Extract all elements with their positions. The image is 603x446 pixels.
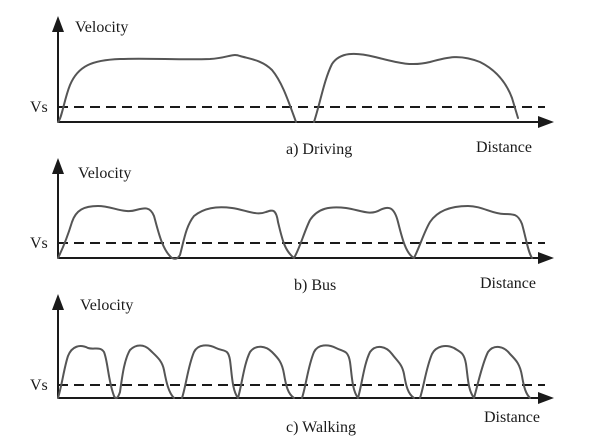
velocity-curve	[57, 205, 533, 260]
x-axis-arrow	[538, 392, 554, 404]
velocity-curve	[57, 344, 531, 400]
x-axis-arrow	[538, 252, 554, 264]
y-axis-arrow	[52, 294, 64, 310]
y-axis-label: Velocity	[75, 19, 128, 36]
panel-walking: Velocity Vs c) Walking Distance	[30, 294, 554, 436]
y-axis-label: Velocity	[80, 297, 133, 314]
x-axis-arrow	[538, 116, 554, 128]
panel-driving: Velocity Vs a) Driving Distance	[30, 16, 554, 158]
threshold-label: Vs	[30, 235, 48, 252]
x-axis-label: Distance	[484, 409, 540, 426]
panel-caption: c) Walking	[286, 419, 356, 436]
threshold-label: Vs	[30, 99, 48, 116]
velocity-curve	[57, 52, 519, 123]
panel-caption: b) Bus	[294, 277, 336, 294]
y-axis-label: Velocity	[78, 165, 131, 182]
x-axis-label: Distance	[480, 275, 536, 292]
x-axis-label: Distance	[476, 139, 532, 156]
panel-caption: a) Driving	[286, 141, 352, 158]
y-axis-arrow	[52, 158, 64, 174]
panel-bus: Velocity Vs b) Bus Distance	[30, 158, 554, 294]
y-axis-arrow	[52, 16, 64, 32]
threshold-label: Vs	[30, 377, 48, 394]
